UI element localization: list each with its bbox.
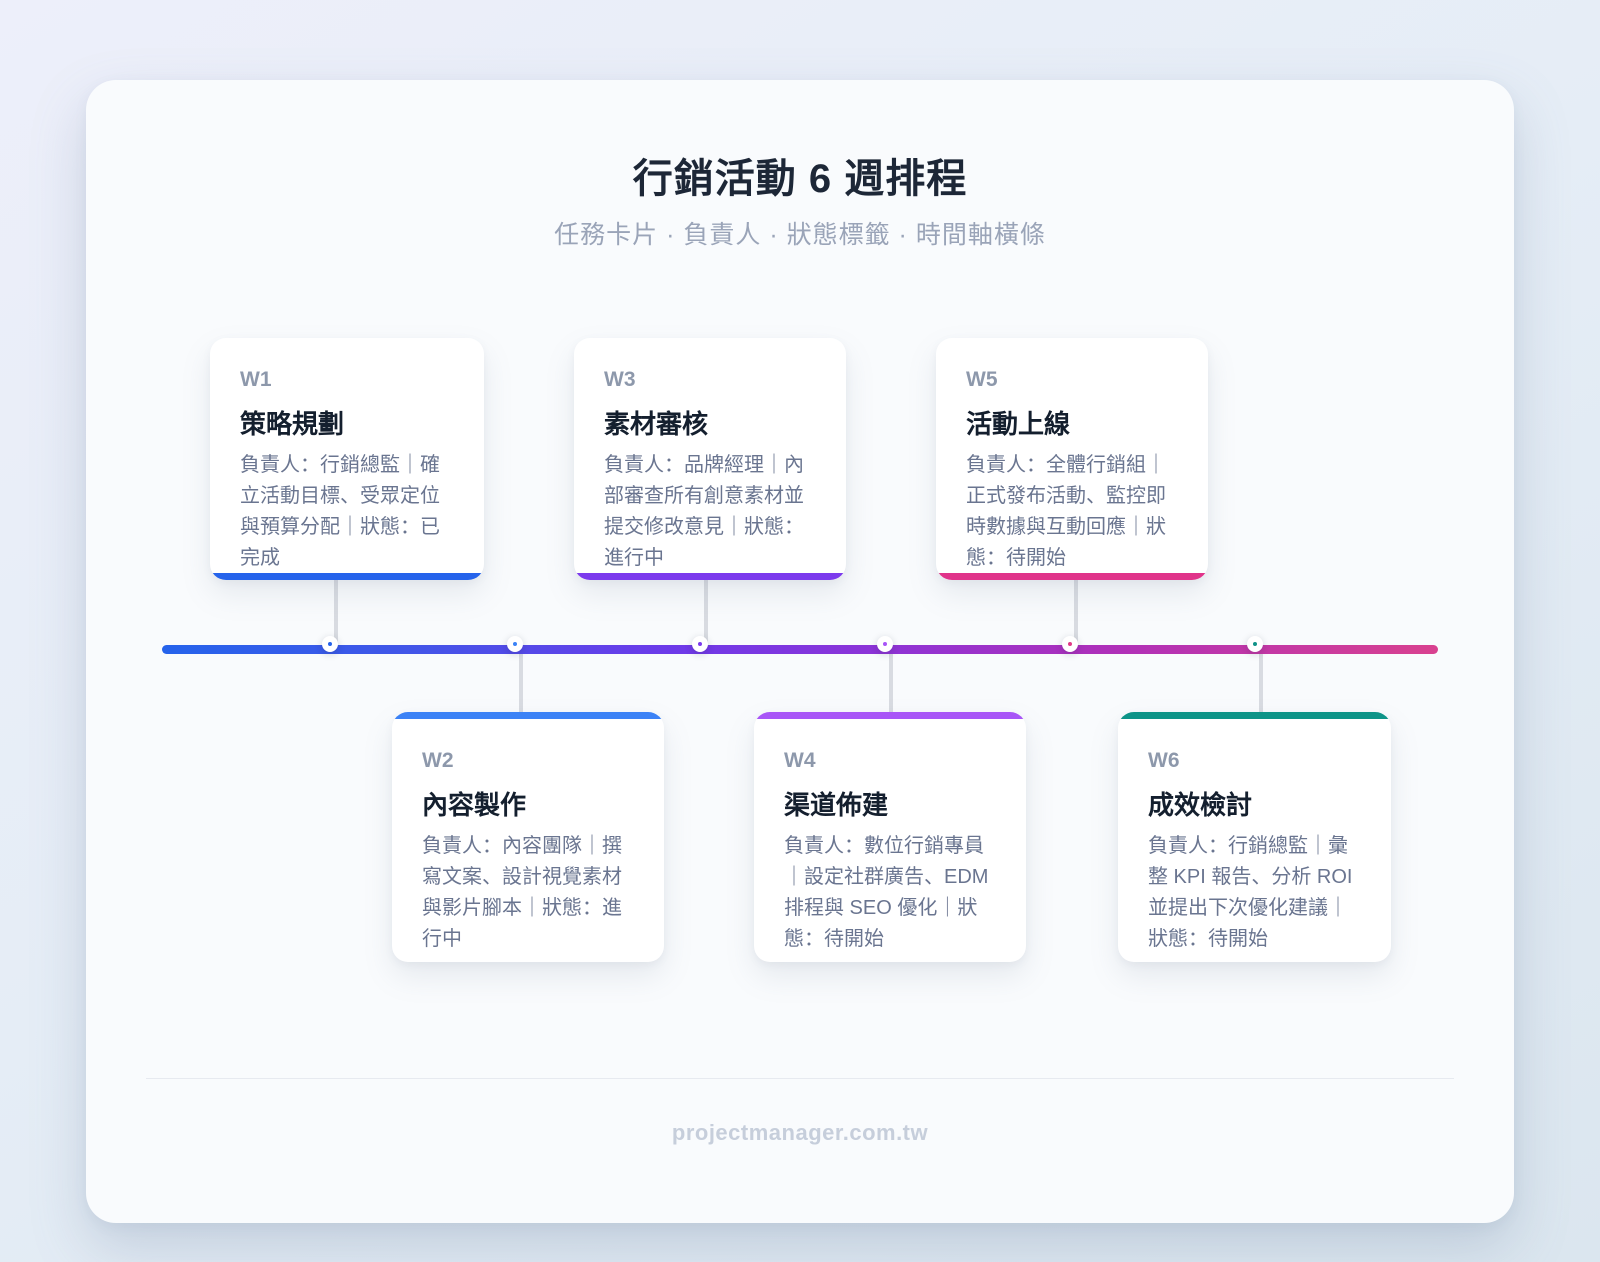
week-label-w5: W5: [966, 368, 998, 391]
timeline-bar: [162, 645, 1438, 654]
footer-divider: [146, 1078, 1454, 1079]
card-accent-bar-w5: [936, 573, 1208, 580]
connector-line-w2: [519, 654, 523, 712]
connector-line-w5: [1074, 580, 1078, 646]
task-card-w6: W6 成效檢討 負責人：行銷總監｜彙整 KPI 報告、分析 ROI 並提出下次優…: [1118, 712, 1391, 962]
task-title-w6: 成效檢討: [1148, 790, 1253, 820]
timeline-dot-w6: [1247, 636, 1263, 652]
task-title-w1: 策略規劃: [240, 409, 345, 439]
timeline-dot-w2: [507, 636, 523, 652]
task-description-w2: 負責人：內容團隊｜撰寫文案、設計視覺素材與影片腳本｜狀態：進行中: [422, 835, 622, 950]
task-description-w4: 負責人：數位行銷專員｜設定社群廣告、EDM 排程與 SEO 優化｜狀態：待開始: [784, 835, 989, 950]
task-title-w5: 活動上線: [966, 409, 1071, 439]
task-description-w6: 負責人：行銷總監｜彙整 KPI 報告、分析 ROI 並提出下次優化建議｜狀態：待…: [1148, 835, 1353, 950]
card-accent-bar-w2: [392, 712, 664, 719]
connector-line-w3: [704, 580, 708, 646]
week-label-w1: W1: [240, 368, 272, 391]
task-card-w2: W2 內容製作 負責人：內容團隊｜撰寫文案、設計視覺素材與影片腳本｜狀態：進行中: [392, 712, 664, 962]
page-subtitle: 任務卡片 · 負責人 · 狀態標籤 · 時間軸橫條: [554, 221, 1046, 249]
task-title-w3: 素材審核: [604, 409, 709, 439]
task-card-w1: W1 策略規劃 負責人：行銷總監｜確立活動目標、受眾定位與預算分配｜狀態：已完成: [210, 338, 484, 580]
week-label-w4: W4: [784, 749, 816, 772]
card-accent-bar-w3: [574, 573, 846, 580]
task-title-w2: 內容製作: [422, 790, 527, 820]
task-card-w4: W4 渠道佈建 負責人：數位行銷專員｜設定社群廣告、EDM 排程與 SEO 優化…: [754, 712, 1026, 962]
timeline-dot-w5: [1062, 636, 1078, 652]
week-label-w2: W2: [422, 749, 454, 772]
task-description-w5: 負責人：全體行銷組｜正式發布活動、監控即時數據與互動回應｜狀態：待開始: [966, 454, 1166, 569]
card-accent-bar-w6: [1118, 712, 1391, 719]
task-description-w3: 負責人：品牌經理｜內部審查所有創意素材並提交修改意見｜狀態：進行中: [604, 454, 804, 569]
timeline-dot-w3: [692, 636, 708, 652]
connector-line-w1: [334, 580, 338, 646]
connector-line-w4: [889, 654, 893, 712]
page-title: 行銷活動 6 週排程: [632, 157, 968, 201]
card-accent-bar-w4: [754, 712, 1026, 719]
timeline-dot-w1: [322, 636, 338, 652]
week-label-w6: W6: [1148, 749, 1180, 772]
connector-line-w6: [1259, 654, 1263, 712]
footer-brand-text: projectmanager.com.tw: [671, 1120, 929, 1145]
week-label-w3: W3: [604, 368, 636, 391]
task-card-w3: W3 素材審核 負責人：品牌經理｜內部審查所有創意素材並提交修改意見｜狀態：進行…: [574, 338, 846, 580]
task-description-w1: 負責人：行銷總監｜確立活動目標、受眾定位與預算分配｜狀態：已完成: [240, 454, 440, 569]
task-title-w4: 渠道佈建: [784, 790, 889, 820]
task-card-w5: W5 活動上線 負責人：全體行銷組｜正式發布活動、監控即時數據與互動回應｜狀態：…: [936, 338, 1208, 580]
timeline-dot-w4: [877, 636, 893, 652]
card-accent-bar-w1: [210, 573, 484, 580]
